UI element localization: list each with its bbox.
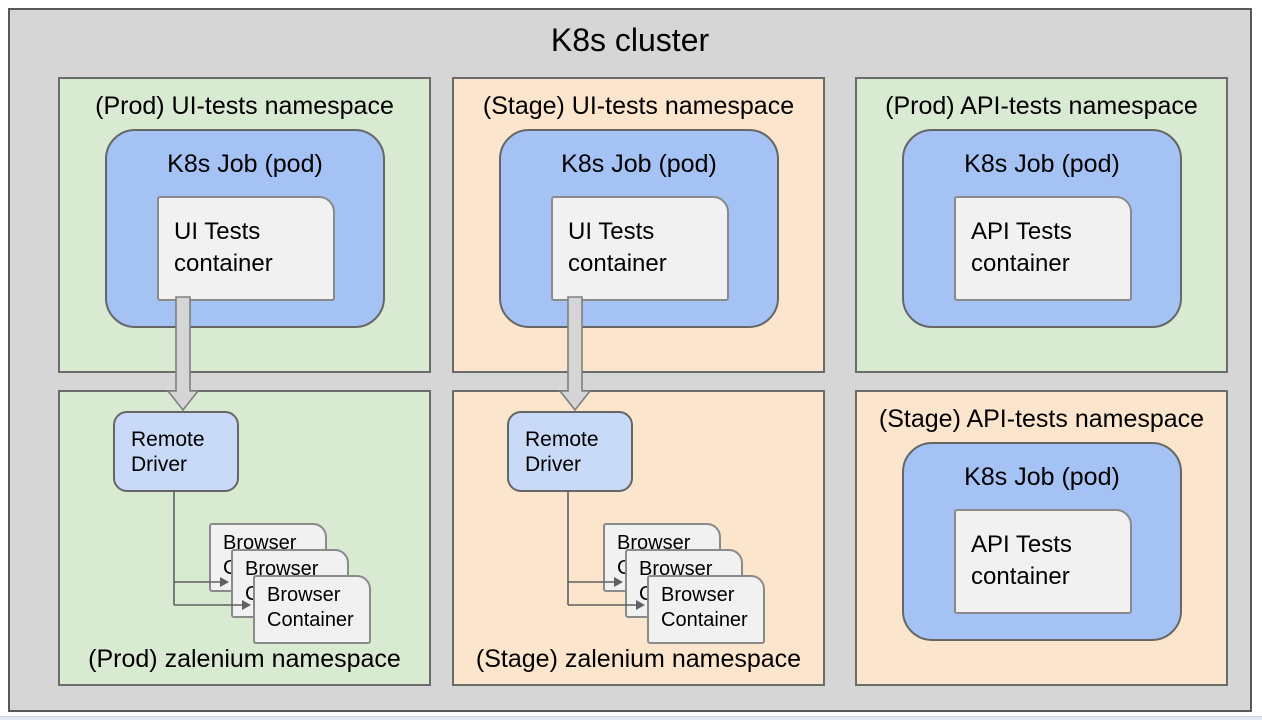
browser-label-line1: Browser xyxy=(267,584,341,606)
container-label-line1: API Tests xyxy=(971,218,1072,245)
container-label-line1: UI Tests xyxy=(174,218,261,245)
namespace-label: (Prod) zalenium namespace xyxy=(88,645,401,673)
namespace-stage-zalenium: Remote Driver Browser Container Browser … xyxy=(452,390,825,686)
remote-driver-line2: Driver xyxy=(525,453,581,476)
namespace-stage-ui-tests: (Stage) UI-tests namespace K8s Job (pod)… xyxy=(452,77,825,373)
container-label-line2: container xyxy=(971,563,1070,590)
container-label-line2: container xyxy=(568,250,667,277)
namespace-prod-api-tests: (Prod) API-tests namespace K8s Job (pod)… xyxy=(855,77,1228,373)
k8s-job-pod-box: K8s Job (pod) UI Tests container xyxy=(105,129,385,328)
k8s-job-pod-box: K8s Job (pod) API Tests container xyxy=(902,442,1182,641)
remote-driver-box: Remote Driver xyxy=(507,411,633,492)
k8s-job-pod-box: K8s Job (pod) UI Tests container xyxy=(499,129,779,328)
container-label-line2: container xyxy=(971,250,1070,277)
k8s-job-label: K8s Job (pod) xyxy=(964,150,1120,178)
api-tests-container-box: API Tests container xyxy=(954,509,1132,614)
namespace-label: (Stage) zalenium namespace xyxy=(475,645,802,673)
remote-driver-line1: Remote xyxy=(525,428,599,451)
browser-label-line2: Container xyxy=(267,609,354,631)
namespace-label: (Prod) UI-tests namespace xyxy=(95,92,394,120)
remote-driver-line1: Remote xyxy=(131,428,205,451)
ui-tests-container-box: UI Tests container xyxy=(157,196,335,301)
remote-driver-line2: Driver xyxy=(131,453,187,476)
namespace-prod-zalenium: Remote Driver Browser Container Browser … xyxy=(58,390,431,686)
container-label-line1: API Tests xyxy=(971,531,1072,558)
k8s-job-pod-box: K8s Job (pod) API Tests container xyxy=(902,129,1182,328)
k8s-job-label: K8s Job (pod) xyxy=(964,463,1120,491)
container-label-line2: container xyxy=(174,250,273,277)
browser-label-line1: Browser xyxy=(639,558,713,580)
namespace-label: (Stage) UI-tests namespace xyxy=(482,92,795,120)
browser-label-line1: Browser xyxy=(245,558,319,580)
container-label-line1: UI Tests xyxy=(568,218,655,245)
browser-container-box-3: Browser Container xyxy=(253,575,371,644)
browser-container-box-3: Browser Container xyxy=(647,575,765,644)
browser-label-line1: Browser xyxy=(661,584,735,606)
browser-label-line2: Container xyxy=(661,609,748,631)
k8s-job-label: K8s Job (pod) xyxy=(167,150,323,178)
api-tests-container-box: API Tests container xyxy=(954,196,1132,301)
k8s-job-label: K8s Job (pod) xyxy=(561,150,717,178)
namespace-prod-ui-tests: (Prod) UI-tests namespace K8s Job (pod) … xyxy=(58,77,431,373)
remote-driver-box: Remote Driver xyxy=(113,411,239,492)
cluster-title: K8s cluster xyxy=(550,22,710,58)
namespace-label: (Stage) API-tests namespace xyxy=(878,405,1205,433)
namespace-stage-api-tests: (Stage) API-tests namespace K8s Job (pod… xyxy=(855,390,1228,686)
namespace-label: (Prod) API-tests namespace xyxy=(885,92,1198,120)
window-bottom-edge xyxy=(0,716,1262,720)
ui-tests-container-box: UI Tests container xyxy=(551,196,729,301)
